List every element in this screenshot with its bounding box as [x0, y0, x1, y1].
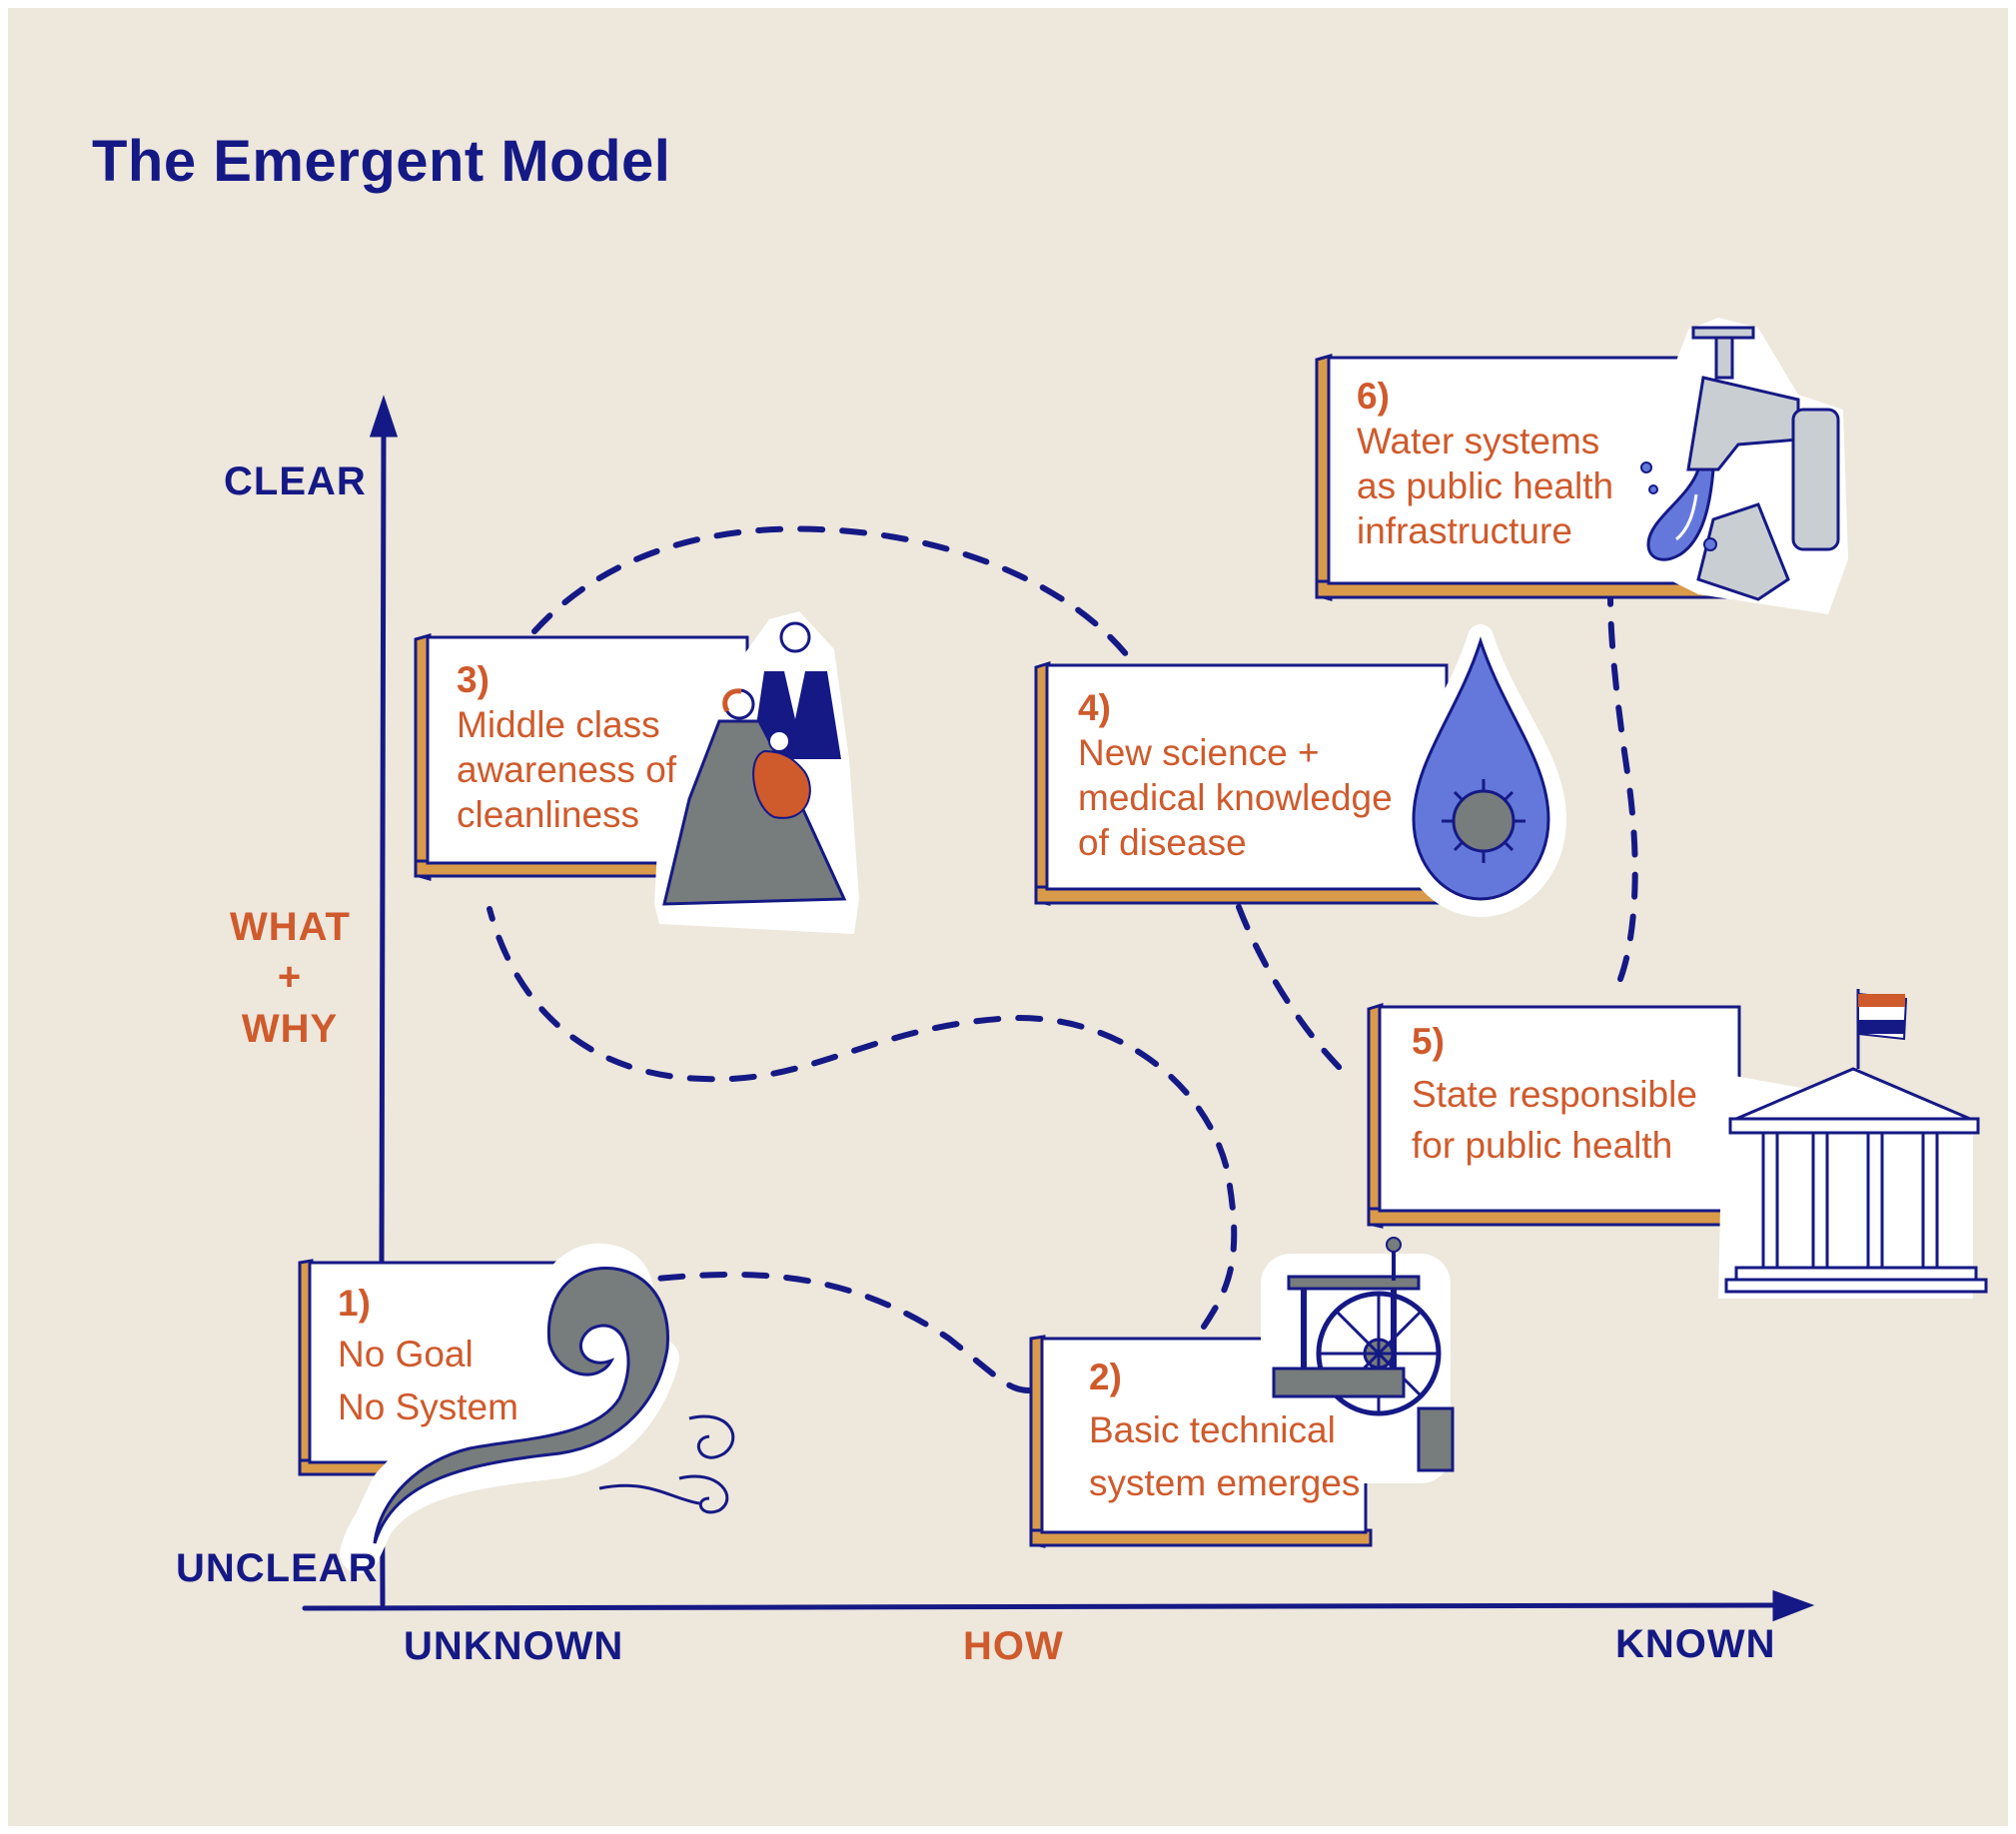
- y-axis-plus-label: +: [277, 955, 303, 999]
- x-axis-right-label: KNOWN: [1615, 1622, 1776, 1666]
- water-tap-icon: [1638, 318, 1848, 614]
- step-1-number: 1): [338, 1283, 371, 1324]
- wave-icon: [340, 1243, 735, 1573]
- step-4-card: [1034, 660, 1458, 906]
- step-6-line-1: Water systems: [1357, 421, 1600, 461]
- y-axis-why-label: WHY: [241, 1007, 339, 1051]
- step-1-text: 1) No Goal No System: [338, 1281, 518, 1429]
- pump-machine-icon: [1261, 1237, 1455, 1483]
- step-5-line-2: for public health: [1412, 1125, 1673, 1166]
- victorian-family-icon: [654, 611, 859, 934]
- step-4-line-1: New science +: [1078, 732, 1320, 773]
- step-2-text: 2) Basic technical system emerges: [1089, 1355, 1360, 1505]
- x-axis-left-label: UNKNOWN: [404, 1624, 624, 1668]
- step-6-line-2: as public health: [1357, 465, 1614, 506]
- virus-droplet-icon: [1396, 624, 1566, 917]
- progress-path: [487, 525, 1638, 1393]
- background-panel: [8, 8, 2008, 1826]
- step-2-line-2: system emerges: [1089, 1462, 1361, 1503]
- x-axis: [302, 1589, 1815, 1622]
- y-axis-bottom-label: UNCLEAR: [176, 1546, 379, 1590]
- step-4-number: 4): [1078, 687, 1111, 728]
- step-1-line-2: No System: [338, 1386, 518, 1427]
- y-axis-what-label: WHAT: [230, 905, 351, 949]
- step-2-number: 2): [1089, 1357, 1122, 1397]
- page-title: The Emergent Model: [92, 129, 671, 194]
- step-5-text: 5) State responsible for public health: [1412, 1019, 1697, 1168]
- step-6-text: 6) Water systems as public health infras…: [1357, 374, 1613, 553]
- step-6-number: 6): [1357, 376, 1390, 417]
- step-5-number: 5): [1412, 1021, 1445, 1062]
- step-3-line-2: awareness of: [457, 749, 677, 790]
- step-1-line-1: No Goal: [338, 1334, 474, 1375]
- step-5-card: [1367, 1002, 1750, 1229]
- step-5-line-1: State responsible: [1412, 1074, 1697, 1115]
- government-building-icon: [1718, 989, 1988, 1299]
- y-axis-top-label: CLEAR: [224, 459, 367, 503]
- step-2-line-1: Basic technical: [1089, 1409, 1336, 1450]
- step-3-text: 3) Middle class awareness of cleanliness: [457, 657, 676, 837]
- step-4-text: 4) New science + medical knowledge of di…: [1078, 685, 1393, 865]
- step-4-line-3: of disease: [1078, 822, 1247, 863]
- step-3-number: 3): [457, 659, 490, 700]
- step-3-line-3: cleanliness: [457, 794, 640, 835]
- x-axis-middle-label: HOW: [963, 1624, 1064, 1668]
- step-3-line-1: Middle class: [457, 704, 660, 745]
- step-6-line-3: infrastructure: [1357, 510, 1572, 551]
- step-4-line-2: medical knowledge: [1078, 777, 1393, 818]
